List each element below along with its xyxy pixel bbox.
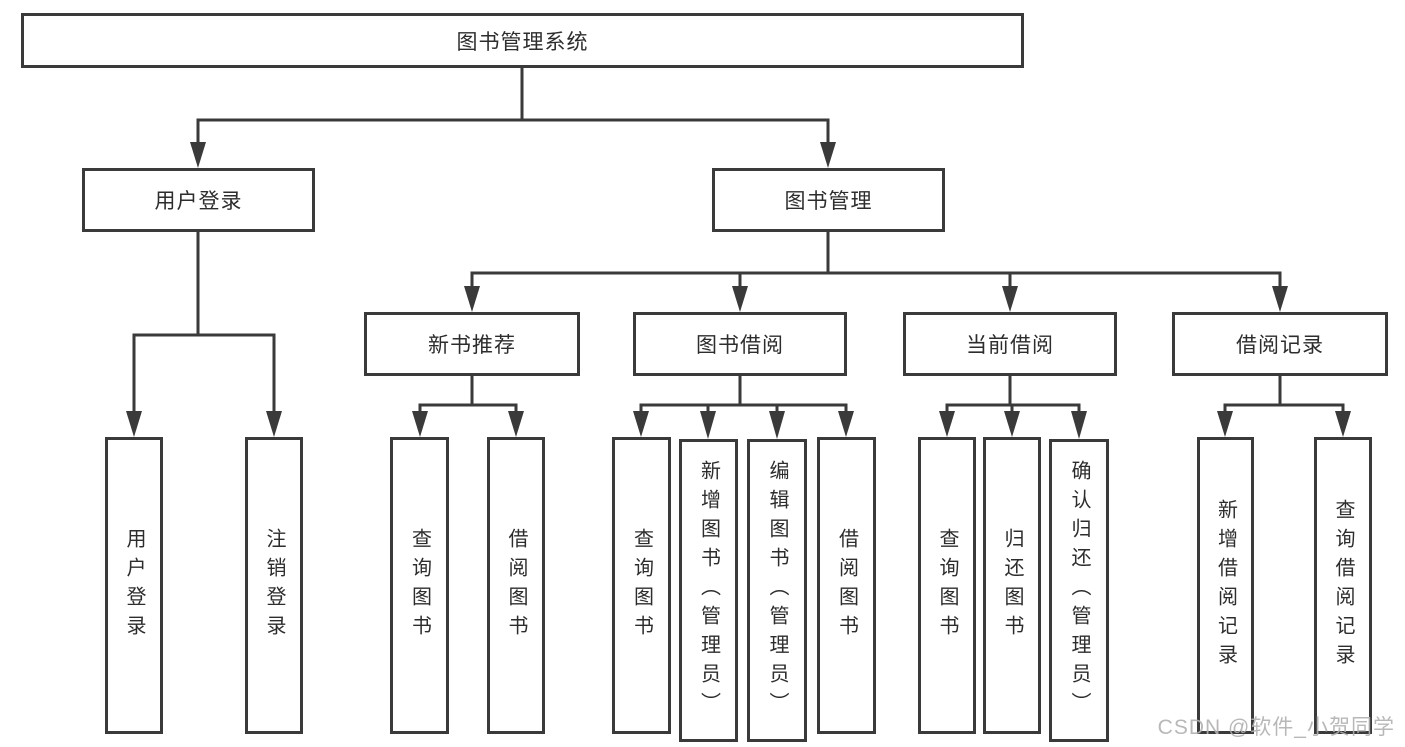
node-book-mgmt: 图书管理: [712, 168, 945, 232]
node-new-book-recommend: 新书推荐: [364, 312, 580, 376]
leaf-logout: 注销登录: [245, 437, 303, 734]
leaf-query-borrow-record: 查询借阅记录: [1314, 437, 1372, 734]
leaf-add-borrow-record: 新增借阅记录: [1197, 437, 1254, 734]
node-book-borrow: 图书借阅: [633, 312, 847, 376]
arrowhead: [1071, 411, 1087, 439]
leaf-borrow-book-2: 借阅图书: [817, 437, 876, 734]
leaf-edit-book-admin: 编辑图书（管理员）: [747, 439, 807, 742]
leaf-edit-book-admin-label: 编辑图书（管理员）: [766, 460, 788, 721]
leaf-query-book-2: 查询图书: [612, 437, 671, 734]
arrowhead: [126, 411, 142, 437]
arrowhead: [838, 411, 854, 437]
node-current-borrow: 当前借阅: [903, 312, 1117, 376]
node-borrow-record: 借阅记录: [1172, 312, 1388, 376]
node-book-borrow-label: 图书借阅: [696, 334, 784, 357]
leaf-query-book-2-label: 查询图书: [630, 527, 653, 644]
connector-root-to-branches: [190, 66, 836, 168]
leaf-user-login: 用户登录: [105, 437, 163, 734]
arrowhead: [412, 411, 428, 437]
leaf-return-book: 归还图书: [983, 437, 1041, 734]
leaf-confirm-return-admin-label: 确认归还（管理员）: [1068, 460, 1090, 721]
node-user-login-label: 用户登录: [154, 190, 243, 213]
leaf-confirm-return-admin: 确认归还（管理员）: [1049, 439, 1109, 742]
arrowhead: [1002, 286, 1018, 312]
node-root-label: 图书管理系统: [456, 30, 589, 54]
leaf-borrow-book-2-label: 借阅图书: [835, 527, 858, 644]
leaf-query-book-1: 查询图书: [390, 437, 449, 734]
connector-book-mgmt-to-sections: [464, 230, 1288, 312]
node-book-mgmt-label: 图书管理: [784, 190, 873, 213]
node-new-book-recommend-label: 新书推荐: [428, 334, 516, 357]
leaf-borrow-book-1-label: 借阅图书: [505, 527, 527, 644]
connector-borrow-record-to-leaves: [1217, 374, 1351, 437]
arrowhead: [633, 411, 649, 437]
connector-book-borrow-to-leaves: [633, 374, 854, 439]
csdn-watermark: CSDN @软件_小贺同学: [1157, 716, 1395, 739]
leaf-add-borrow-record-label: 新增借阅记录: [1214, 498, 1237, 673]
leaf-return-book-label: 归还图书: [1001, 527, 1023, 644]
arrowhead: [266, 411, 282, 437]
node-borrow-record-label: 借阅记录: [1236, 334, 1324, 357]
leaf-add-book-admin: 新增图书（管理员）: [679, 439, 738, 742]
arrowhead: [1217, 411, 1233, 437]
arrowhead: [939, 411, 955, 437]
leaf-borrow-book-1: 借阅图书: [487, 437, 545, 734]
leaf-add-book-admin-label: 新增图书（管理员）: [697, 460, 720, 721]
arrowhead: [700, 411, 716, 439]
arrowhead: [769, 411, 785, 439]
connector-new-book-to-leaves: [412, 374, 524, 437]
node-root: 图书管理系统: [21, 13, 1024, 68]
arrowhead: [732, 286, 748, 312]
node-user-login: 用户登录: [82, 168, 315, 232]
leaf-query-book-3-label: 查询图书: [936, 527, 958, 644]
arrowhead: [1272, 286, 1288, 312]
arrowhead: [1004, 411, 1020, 437]
leaf-user-login-label: 用户登录: [123, 527, 145, 644]
leaf-logout-label: 注销登录: [263, 527, 285, 644]
node-current-borrow-label: 当前借阅: [966, 334, 1054, 357]
connector-user-login-to-leaves: [126, 230, 282, 437]
arrowhead: [820, 142, 836, 168]
leaf-query-book-1-label: 查询图书: [408, 527, 431, 644]
arrowhead: [1335, 411, 1351, 437]
connector-current-borrow-to-leaves: [939, 374, 1087, 439]
arrowhead: [464, 286, 480, 312]
arrowhead: [508, 411, 524, 437]
arrowhead: [190, 142, 206, 168]
leaf-query-borrow-record-label: 查询借阅记录: [1332, 498, 1354, 673]
leaf-query-book-3: 查询图书: [918, 437, 976, 734]
